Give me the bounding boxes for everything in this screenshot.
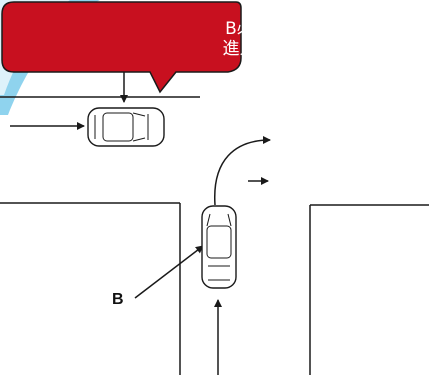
car-b-turn-arrow: [214, 136, 271, 206]
callout-line-3: 道。: [290, 59, 325, 79]
callout-line-2: 進入繼續行駛車輛的通: [222, 39, 393, 59]
label-b: B: [112, 291, 124, 308]
callout-text: B必須讓路，因為它要 進入繼續行駛車輛的通 道。: [186, 19, 429, 79]
label-b-pointer-arrow: [134, 245, 204, 299]
callout-bubble: [1, 1, 242, 94]
car-b: [201, 205, 237, 289]
callout-line-1: B必須讓路，因為它要: [225, 19, 390, 39]
car-a: [87, 107, 165, 147]
